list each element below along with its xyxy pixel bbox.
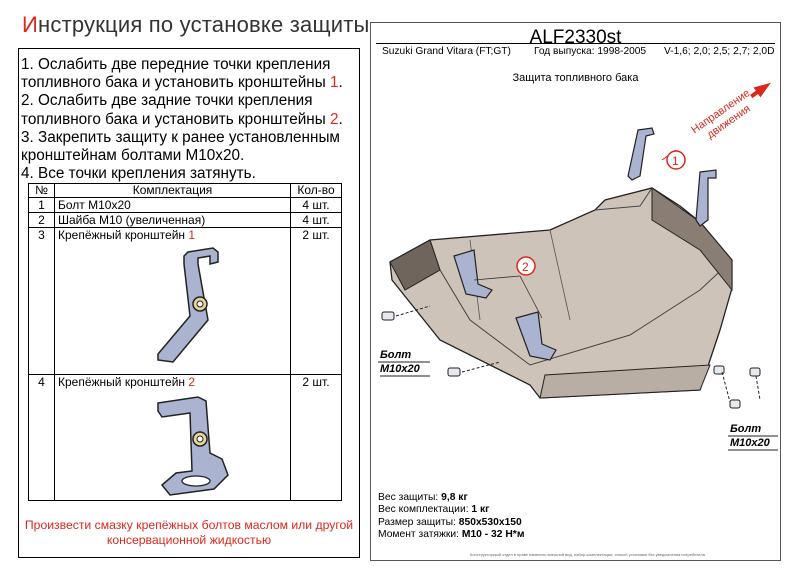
table-header-row: № Комплектация Кол-во	[28, 183, 342, 198]
spec-kit-weight: Вес комплектации: 1 кг	[378, 504, 490, 516]
bolt-label-right-size: М10х20	[730, 437, 771, 449]
engine-list: V-1,6; 2,0; 2,5; 2,7; 2,0D	[664, 46, 775, 57]
right-frame	[370, 22, 781, 561]
row-qty: 4 шт.	[290, 212, 342, 228]
title-first-letter: И	[22, 12, 39, 37]
table-row: 4 Крепёжный кронштейн 2 2 шт.	[28, 374, 342, 501]
bolt-label-left: Болт	[380, 349, 411, 361]
header-divider	[376, 43, 775, 44]
spec-weight: Вес защиты: 9,8 кг	[378, 492, 468, 503]
callout-2: 2	[522, 260, 529, 274]
spec-size: Размер защиты: 850х530х150	[378, 516, 522, 528]
bracket-1-illustration	[157, 247, 219, 363]
vehicle-model: Suzuki Grand Vitara (FT;GT)	[382, 46, 511, 57]
bolt-icons	[381, 311, 761, 409]
document-title: Инструкция по установке защиты	[22, 12, 370, 38]
lubrication-note: Произвести смазку крепёжных болтов масло…	[24, 518, 354, 547]
production-years: Год выпуска: 1998-2005	[534, 46, 647, 57]
assembly-drawing: Направление движения 1 2 Болт М10х20 Бол…	[378, 82, 778, 451]
instruction-step-3: 3. Закрепить защиту к ранее установленны…	[21, 128, 340, 165]
instructions-list: 1. Ослабить две передние точки крепления…	[21, 56, 361, 183]
bolt-label-right: Болт	[730, 423, 761, 435]
header-number: №	[28, 183, 55, 198]
header-qty: Кол-во	[290, 183, 342, 198]
row-number: 2	[28, 212, 55, 228]
bracket-2-illustration	[157, 396, 229, 496]
left-frame	[18, 48, 360, 558]
bolt-label-left-size: М10х20	[380, 363, 421, 375]
header-kit: Комплектация	[54, 183, 291, 198]
instruction-step-2: 2. Ослабить две задние точки крепления т…	[21, 92, 343, 128]
footnote: Конструкторский отдел в праве изменять в…	[470, 552, 705, 557]
instruction-step-4: 4. Все точки крепления затянуть.	[21, 165, 256, 183]
specifications: Вес защиты: 9,8 кг Вес комплектации: 1 к…	[378, 492, 524, 542]
spec-torque: Момент затяжки: М10 - 32 Н*м	[378, 529, 525, 541]
bracket-markers	[453, 127, 717, 361]
callout-1: 1	[672, 154, 679, 168]
row-number: 4	[28, 374, 55, 501]
article-number: ALF2330st	[529, 27, 622, 48]
row-number: 1	[28, 197, 55, 213]
parts-table: № Комплектация Кол-во 1 Болт М10х20 4 шт…	[28, 183, 342, 501]
row-number: 3	[28, 227, 55, 375]
table-row: 2 Шайба М10 (увеличенная) 4 шт.	[28, 212, 342, 228]
table-row: 1 Болт М10х20 4 шт.	[28, 197, 342, 213]
row-qty: 2 шт.	[290, 374, 342, 501]
row-name: Крепёжный кронштейн 2	[54, 374, 291, 501]
instruction-step-1: 1. Ослабить две передние точки крепления…	[21, 56, 343, 92]
table-row: 3 Крепёжный кронштейн 1 2 шт.	[28, 227, 342, 375]
row-qty: 4 шт.	[290, 197, 342, 213]
direction-arrow: Направление движения	[689, 82, 771, 141]
row-name: Шайба М10 (увеличенная)	[54, 212, 291, 228]
row-name: Крепёжный кронштейн 1	[54, 227, 291, 375]
row-name: Болт М10х20	[54, 197, 291, 213]
title-rest: нструкция по установке защиты	[38, 12, 370, 37]
product-name: Защита топливного бака	[512, 72, 639, 84]
